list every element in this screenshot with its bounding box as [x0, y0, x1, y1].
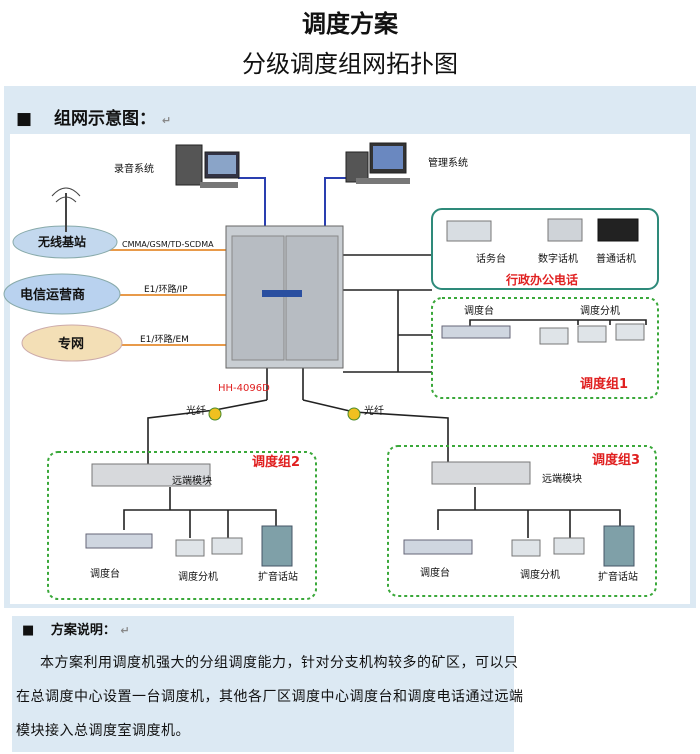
admin-group-title: 行政办公电话 [505, 272, 578, 287]
group3-remote-label: 远端模块 [542, 472, 582, 485]
group3-item-label: 调度分机 [520, 568, 560, 581]
group2-title: 调度组2 [252, 454, 300, 470]
wireless-cloud [12, 187, 118, 259]
wireless-base-label: 无线基站 [37, 234, 86, 249]
group1-devices [441, 323, 645, 345]
black-links [123, 254, 647, 538]
group3-title: 调度组3 [592, 452, 640, 468]
group1-title: 调度组1 [580, 376, 628, 392]
admin-group-box [431, 208, 659, 290]
link-telecom-label: E1/环路/IP [144, 283, 188, 295]
bullet-icon: ■ [16, 109, 33, 129]
paragraph-mark-icon: ↵ [120, 624, 130, 637]
fiber-connector-icon [208, 407, 222, 421]
telecom-cloud [3, 273, 121, 315]
section-heading-text: 方案说明： [50, 623, 116, 638]
group1-item-label: 调度分机 [580, 304, 620, 317]
orange-links [108, 249, 226, 346]
fiber-connector-icon [347, 407, 361, 421]
recording-system-label: 录音系统 [114, 162, 154, 175]
switch-model-label: HH-4096D [218, 383, 270, 394]
admin-item-label: 数字话机 [538, 252, 578, 265]
description-line: 在总调度中心设置一台调度机，其他各厂区调度中心调度台和调度电话通过远端 [16, 689, 524, 705]
management-computer-icon [345, 142, 410, 184]
paragraph-mark-icon: ↵ [161, 114, 172, 127]
description-panel [12, 616, 514, 752]
group2-remote-label: 远端模块 [172, 474, 212, 487]
page-title: 调度方案 [302, 9, 398, 38]
group3-item-label: 调度台 [420, 566, 450, 579]
section-heading-network: ■ 组网示意图： ↵ [16, 104, 171, 129]
page-subtitle: 分级调度组网拓扑图 [242, 50, 458, 78]
group2-box [47, 451, 317, 600]
group2-item-label: 扩音话站 [258, 570, 298, 583]
admin-phones [446, 218, 639, 242]
group2-devices [85, 463, 293, 567]
admin-item-label: 普通话机 [596, 252, 636, 265]
group3-item-label: 扩音话站 [598, 570, 638, 583]
group1-box [431, 297, 659, 399]
telecom-label: 电信运营商 [20, 287, 85, 303]
group2-item-label: 调度台 [90, 567, 120, 580]
management-system-label: 管理系统 [428, 156, 468, 169]
private-cloud [21, 324, 123, 362]
group1-item-label: 调度台 [464, 304, 494, 317]
recording-computer-icon [175, 144, 240, 188]
group2-item-label: 调度分机 [178, 570, 218, 583]
section-heading-text: 组网示意图： [53, 109, 156, 129]
private-net-label: 专网 [58, 336, 84, 352]
admin-item-label: 话务台 [476, 252, 506, 265]
link-wireless-label: CMMA/GSM/TD-SCDMA [122, 240, 214, 249]
description-line: 模块接入总调度室调度机。 [16, 723, 190, 739]
link-private-label: E1/环路/EM [140, 333, 189, 345]
fiber-label-2: 光纤 [364, 404, 384, 417]
switch-cabinet [225, 225, 344, 369]
group3-devices [403, 461, 635, 567]
bullet-icon: ■ [22, 623, 35, 638]
description-line: 本方案利用调度机强大的分组调度能力，针对分支机构较多的矿区，可以只 [40, 655, 519, 671]
blue-links [238, 177, 360, 226]
section-heading-description: ■ 方案说明： ↵ [22, 619, 130, 638]
fiber-label-1: 光纤 [186, 404, 206, 417]
